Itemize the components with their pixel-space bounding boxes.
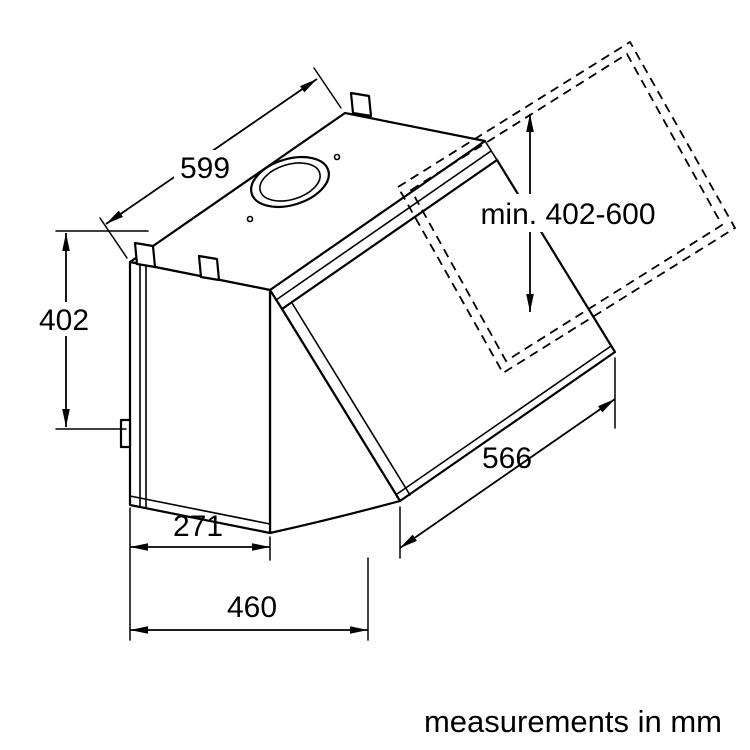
dim-body-width-566: 566 bbox=[399, 357, 616, 559]
hood-rim-middle-line bbox=[275, 150, 492, 301]
label-background bbox=[34, 302, 94, 336]
duct-outline-inner bbox=[409, 52, 724, 363]
dim-width-599: 599 bbox=[99, 67, 342, 259]
dim-label-width: 599 bbox=[180, 152, 230, 185]
screw-hole-back bbox=[333, 153, 341, 161]
duct-outline-outer bbox=[396, 40, 737, 375]
dim-visor-depth-271: 271 bbox=[129, 507, 271, 641]
duct-dashed-panel bbox=[396, 40, 737, 375]
extension-lines bbox=[55, 230, 149, 430]
mounting-hook-right bbox=[197, 254, 221, 282]
hood-visor-side bbox=[268, 288, 402, 535]
side-tab bbox=[119, 418, 132, 449]
mounting-tab-back bbox=[349, 91, 373, 118]
front-panel-lip bbox=[129, 495, 271, 525]
mounting-hook-left bbox=[133, 241, 157, 269]
hood-canopy-edge-line bbox=[291, 302, 411, 496]
hood-front-panel bbox=[128, 260, 272, 535]
dimension-line bbox=[399, 398, 616, 549]
dim-label-body-width: 566 bbox=[482, 442, 532, 475]
label-background bbox=[174, 150, 236, 184]
dim-label-duct-range: min. 402-600 bbox=[480, 198, 655, 231]
extension-lines bbox=[129, 507, 271, 641]
dim-label-height: 402 bbox=[39, 304, 89, 337]
front-panel-seam bbox=[139, 263, 147, 509]
dim-total-depth-460: 460 bbox=[130, 557, 369, 641]
label-background bbox=[462, 194, 674, 232]
dim-label-visor-depth: 271 bbox=[173, 510, 223, 543]
dim-label-total-depth: 460 bbox=[227, 591, 277, 624]
dim-duct-height: min. 402-600 bbox=[462, 114, 674, 312]
units-note: measurements in mm bbox=[424, 704, 722, 739]
dim-height-402: 402 bbox=[34, 230, 149, 430]
extension-lines bbox=[99, 67, 342, 259]
